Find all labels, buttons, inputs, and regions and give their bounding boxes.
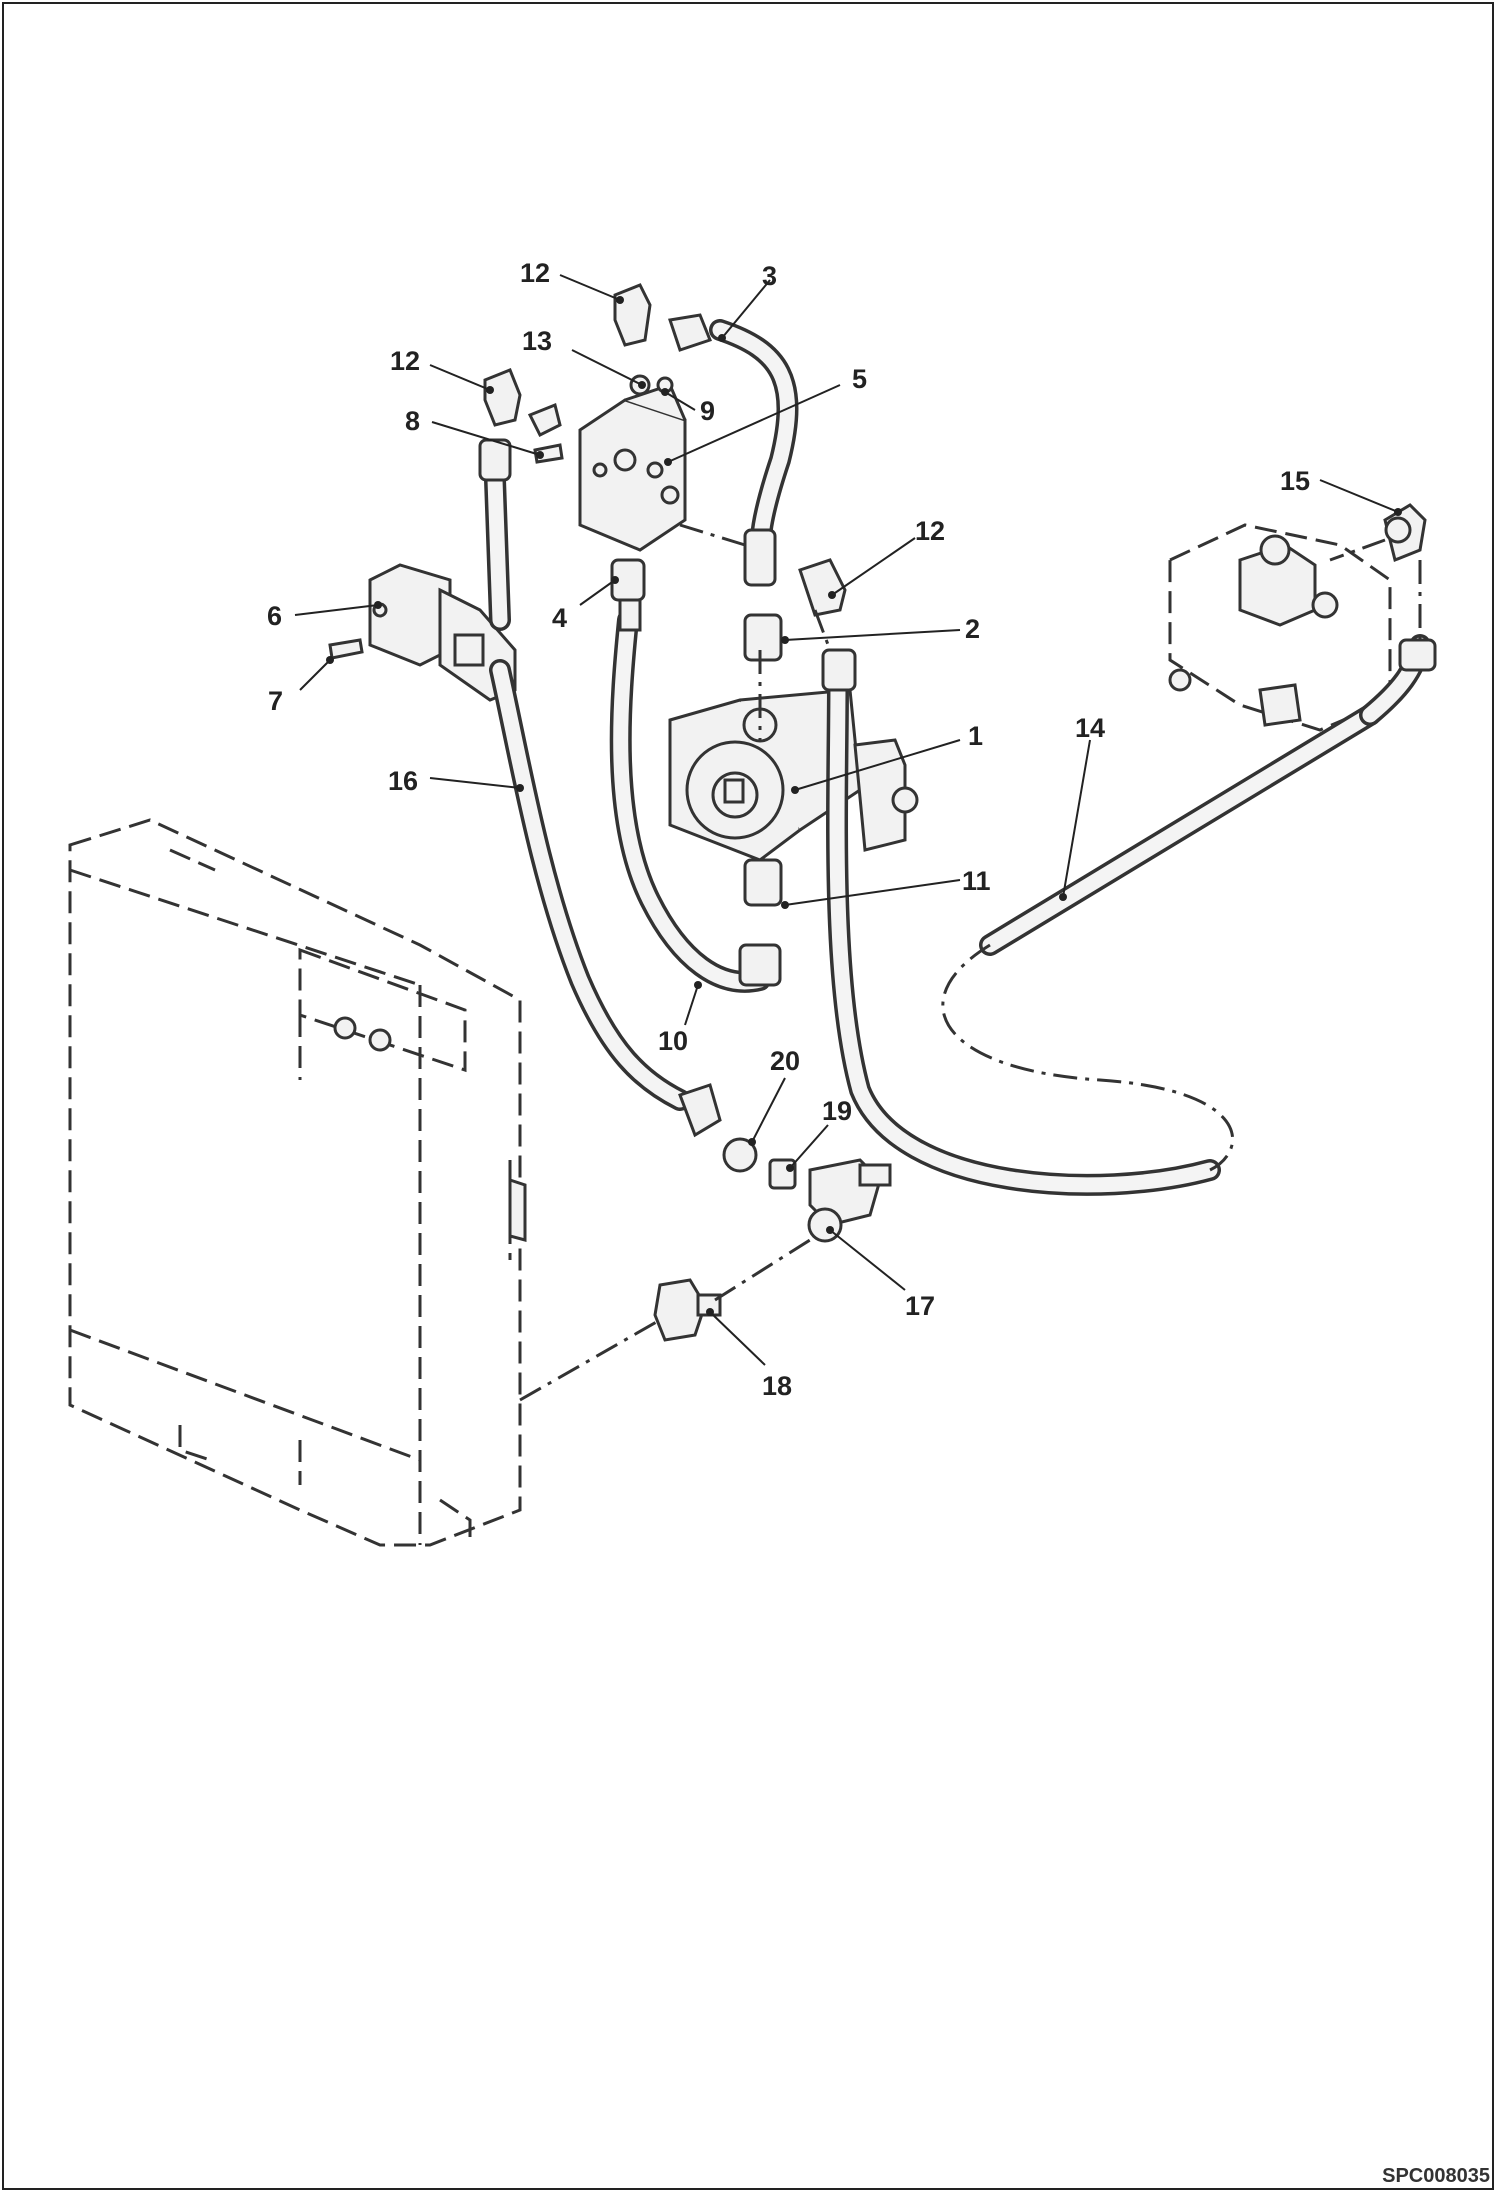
callout-10: 10	[658, 981, 702, 1056]
callout-2: 2	[781, 614, 980, 644]
callouts: 1 2 3 4 5 6 7	[267, 258, 1402, 1401]
fittings	[328, 283, 1437, 1402]
svg-text:16: 16	[388, 766, 418, 796]
callout-15: 15	[1280, 466, 1402, 516]
callout-8: 8	[405, 406, 544, 459]
svg-text:18: 18	[762, 1371, 792, 1401]
svg-text:6: 6	[267, 601, 282, 631]
svg-text:10: 10	[658, 1026, 688, 1056]
svg-text:19: 19	[822, 1096, 852, 1126]
svg-text:12: 12	[915, 516, 945, 546]
callout-13: 13	[522, 326, 646, 389]
svg-text:4: 4	[552, 603, 567, 633]
callout-16: 16	[388, 766, 524, 796]
callout-12-left: 12	[390, 346, 494, 394]
valve-block	[578, 383, 687, 552]
svg-text:14: 14	[1075, 713, 1105, 743]
svg-text:13: 13	[522, 326, 552, 356]
svg-text:7: 7	[268, 686, 283, 716]
svg-text:1: 1	[968, 721, 983, 751]
control-valve	[368, 563, 517, 702]
callout-18: 18	[706, 1308, 792, 1401]
drawing-code: SPC008035	[1382, 2165, 1490, 2187]
callout-11: 11	[781, 866, 991, 909]
callout-17: 17	[826, 1226, 935, 1321]
svg-text:17: 17	[905, 1291, 935, 1321]
svg-text:20: 20	[770, 1046, 800, 1076]
callout-6: 6	[267, 601, 382, 631]
callout-1: 1	[791, 721, 983, 794]
svg-text:15: 15	[1280, 466, 1310, 496]
distributor-phantom	[1168, 523, 1392, 732]
callout-7: 7	[268, 656, 334, 716]
svg-text:12: 12	[520, 258, 550, 288]
callout-5: 5	[664, 364, 867, 466]
callout-12-top: 12	[520, 258, 624, 304]
callout-19: 19	[786, 1096, 852, 1172]
svg-text:3: 3	[762, 261, 777, 291]
motor	[668, 688, 919, 862]
svg-text:12: 12	[390, 346, 420, 376]
callout-20: 20	[748, 1046, 800, 1146]
callout-3: 3	[718, 261, 777, 342]
svg-text:11: 11	[962, 866, 991, 896]
svg-text:2: 2	[965, 614, 980, 644]
svg-text:5: 5	[852, 364, 867, 394]
svg-text:8: 8	[405, 406, 420, 436]
callout-14: 14	[1059, 713, 1105, 901]
callout-9: 9	[661, 388, 715, 426]
callout-4: 4	[552, 576, 619, 633]
radiator-phantom	[68, 818, 527, 1547]
svg-text:9: 9	[700, 396, 715, 426]
callout-12-right: 12	[828, 516, 945, 599]
